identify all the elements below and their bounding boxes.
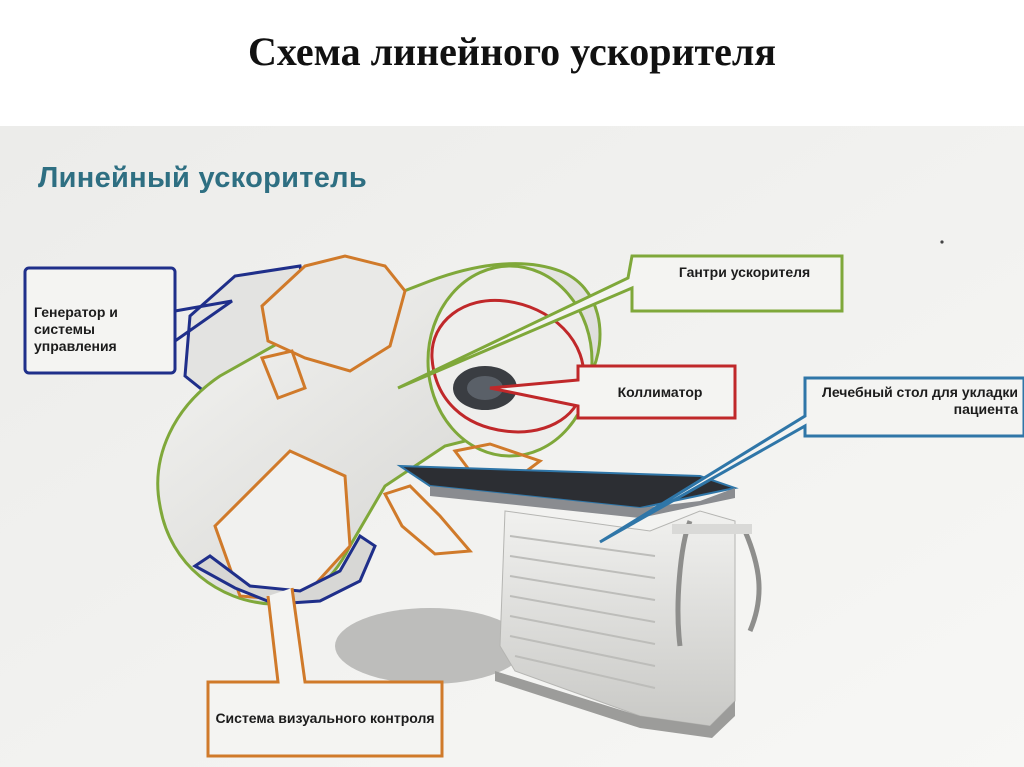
- callout-visual: [206, 587, 444, 758]
- diagram-heading: Линейный ускоритель: [38, 162, 368, 194]
- collimator-inner: [467, 376, 503, 400]
- couch-handle-right: [742, 530, 762, 632]
- diagram-svg: [0, 126, 1024, 767]
- label-visual: Система визуального контроля: [215, 710, 435, 726]
- imaging-panel-left-small: [259, 349, 307, 400]
- callout-collimator: [489, 364, 737, 420]
- callout-generator: [23, 266, 233, 375]
- couch-top: [396, 464, 739, 510]
- label-collimator: Коллиматор: [617, 384, 703, 400]
- diagram-photo: Линейный ускоритель Генератор и системы …: [0, 126, 1024, 767]
- callout-table: [599, 376, 1024, 544]
- couch-handle-bar: [672, 524, 752, 534]
- imaging-arm: [382, 484, 474, 556]
- photo-speck: [940, 240, 944, 244]
- couch-base-ribs: [509, 535, 656, 689]
- callout-gantry: [397, 254, 844, 390]
- imaging-panel-top: [260, 254, 407, 373]
- label-table: Лечебный стол для укладки пациента: [822, 384, 1018, 417]
- label-generator: Генератор и системы управления: [34, 304, 118, 354]
- couch-foot: [495, 671, 735, 738]
- slide-title: Схема линейного ускорителя: [248, 29, 776, 74]
- floor-shadow: [335, 608, 525, 684]
- label-gantry: Гантри ускорителя: [678, 264, 811, 280]
- imaging-panel-bottom: [213, 449, 352, 603]
